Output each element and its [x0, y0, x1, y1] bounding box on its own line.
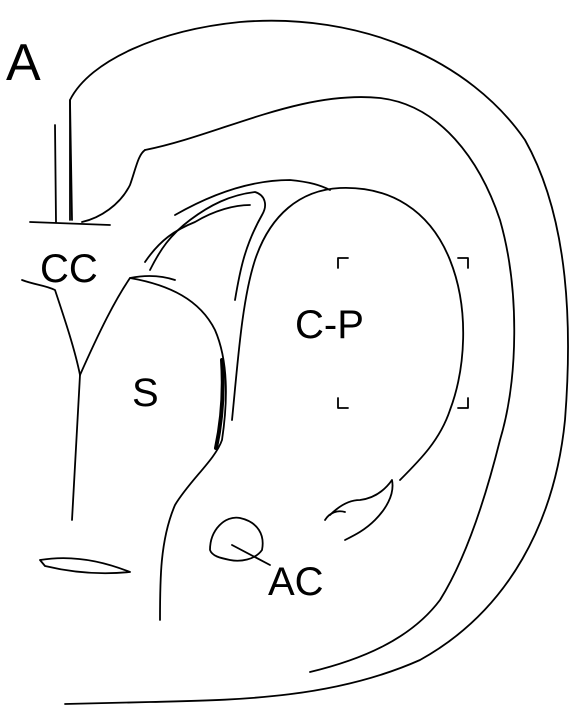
- box-corner-bottom-left: [338, 398, 348, 408]
- ventricle-top: [175, 180, 330, 215]
- inner-cortex-outline: [145, 97, 514, 672]
- small-structure-wisp: [325, 511, 345, 520]
- box-corner-top-left: [338, 258, 348, 268]
- box-corner-top-right: [458, 258, 468, 268]
- box-corner-bottom-right: [458, 398, 468, 408]
- medial-line: [72, 375, 80, 520]
- cc-left-branch: [22, 280, 80, 375]
- small-structure-right: [330, 480, 393, 540]
- label-ac: AC: [268, 560, 324, 604]
- anterior-commissure-outline: [210, 518, 263, 561]
- medial-wall-left: [55, 125, 56, 222]
- label-cc: CC: [40, 247, 98, 291]
- ventricle-inner: [145, 205, 250, 262]
- ac-pointer-line: [232, 545, 270, 565]
- cc-upper-edge: [30, 222, 110, 225]
- dorsal-gray-edge: [82, 150, 145, 222]
- septum-outline: [130, 278, 226, 620]
- label-s: S: [132, 371, 159, 415]
- ventral-wisp: [40, 558, 130, 573]
- septum-boundary-thick: [216, 360, 223, 448]
- label-cp: C-P: [295, 303, 364, 347]
- panel-label: A: [6, 34, 41, 92]
